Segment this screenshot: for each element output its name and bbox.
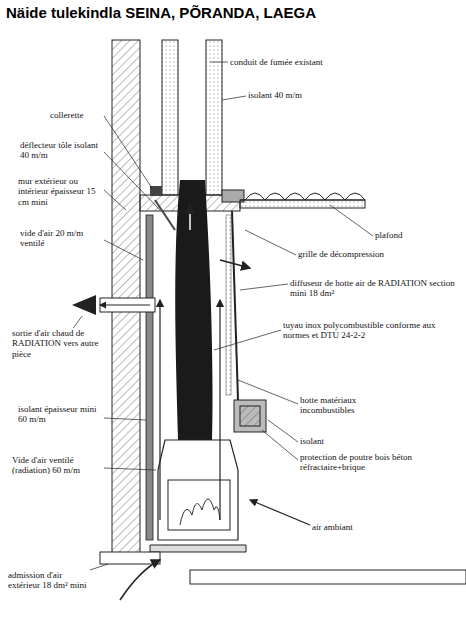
callout-label: sortie d'air chaud de RADIATION vers aut… xyxy=(12,328,104,359)
callout-label: mur extérieur ou intérieur épaisseur 15 … xyxy=(18,176,104,207)
title: Näide tulekindla SEINA, PÕRANDA, LAEGA xyxy=(6,4,316,21)
callout-label: déflecteur tôle isolant 40 m/m xyxy=(20,140,104,161)
callout-label: isolant 40 m/m xyxy=(248,90,348,100)
callout-label: conduit de fumée existant xyxy=(230,57,400,67)
callout-label: Vide d'air ventilé (radiation) 60 m/m xyxy=(12,455,104,476)
callout-label: grille de décompression xyxy=(298,249,438,259)
callout-label: isolant xyxy=(300,436,380,446)
callout-label: collerette xyxy=(50,110,104,120)
callout-label: admission d'air extérieur 18 dm² mini xyxy=(8,570,94,591)
callout-label: vide d'air 20 m/m ventilé xyxy=(20,228,104,249)
callout-label: tuyau inox polycombustible conforme aux … xyxy=(283,320,458,341)
callout-label: protection de poutre bois béton réfracta… xyxy=(300,452,450,473)
callout-label: hotte matériaux incombustibles xyxy=(300,395,410,416)
callout-label: diffuseur de hotte air de RADIATION sect… xyxy=(290,278,460,299)
callout-label: isolant épaisseur mini 60 m/m xyxy=(18,404,104,425)
callout-label: plafond xyxy=(375,230,455,240)
callout-label: air ambiant xyxy=(312,522,402,532)
